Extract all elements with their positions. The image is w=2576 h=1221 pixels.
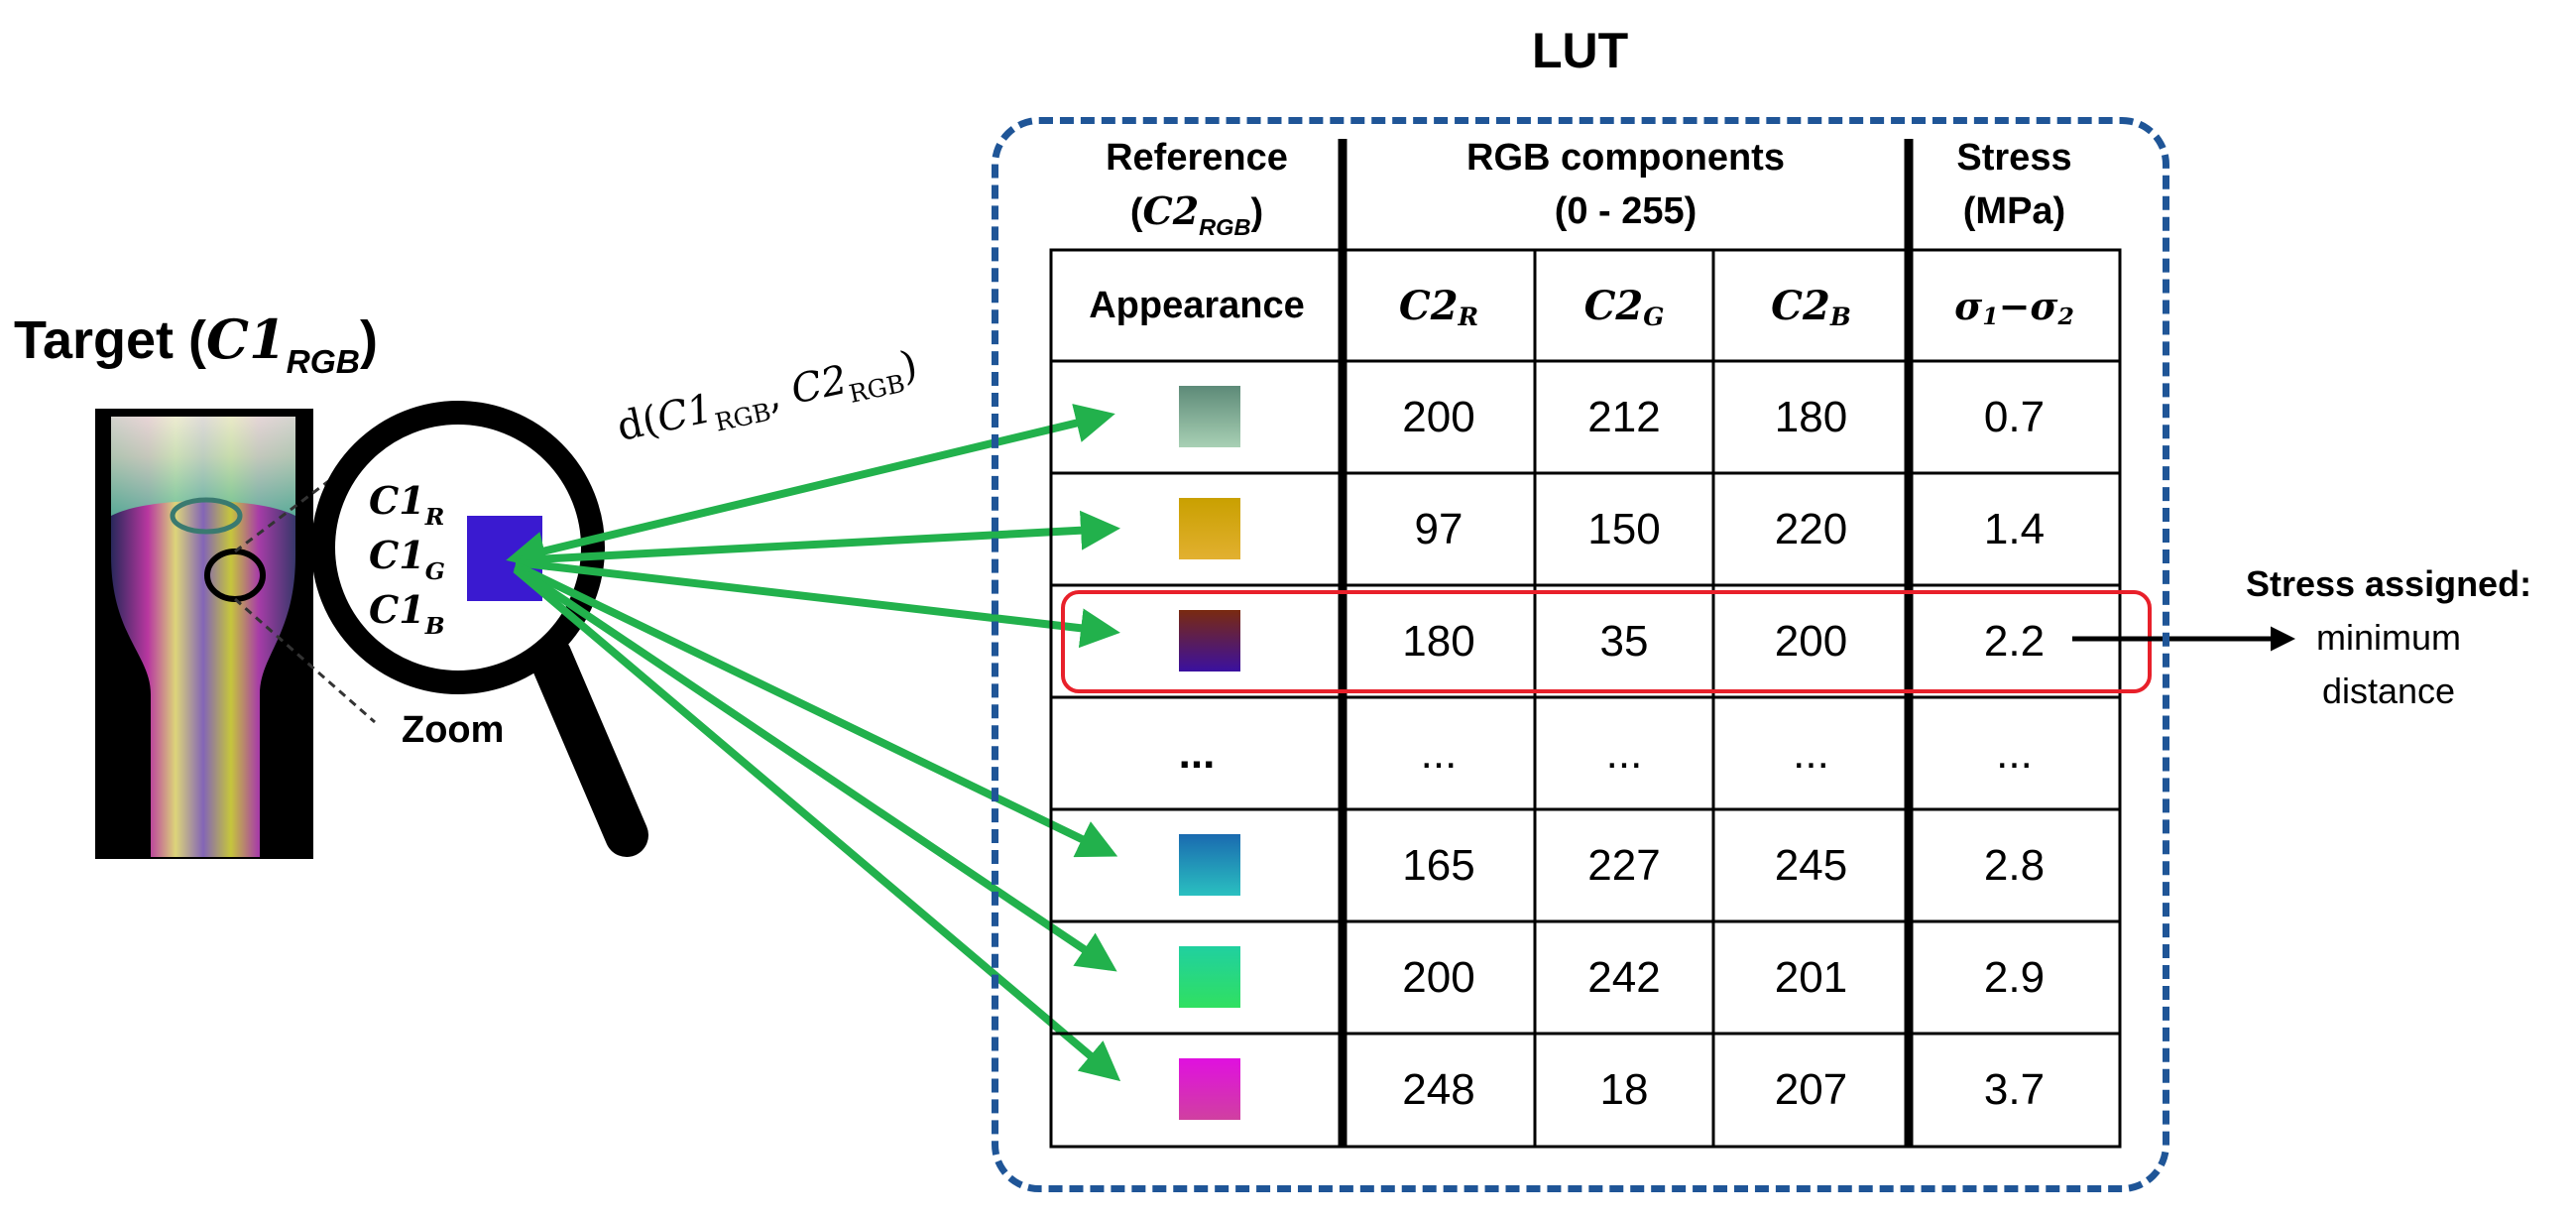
row-stress-value: 2.8 bbox=[1983, 840, 2046, 890]
zoom-c1g: C1G bbox=[369, 533, 445, 585]
stress-assigned-note: Stress assigned: minimum distance bbox=[2245, 563, 2532, 711]
header-rgb-components: RGB components (0 - 255) bbox=[1466, 137, 1785, 232]
zoom-c1b: C1B bbox=[369, 587, 445, 640]
row-b-value: 220 bbox=[1774, 504, 1848, 553]
row-r-value: ... bbox=[1420, 728, 1458, 778]
row-stress-value: 1.4 bbox=[1983, 504, 2046, 553]
appearance-swatch bbox=[1179, 1058, 1240, 1120]
distance-arrow bbox=[513, 563, 1117, 972]
distance-arrows bbox=[506, 404, 1121, 1082]
col-appearance: Appearance bbox=[1089, 284, 1305, 326]
min-distance-highlight bbox=[1061, 590, 2152, 693]
distance-arrow bbox=[515, 510, 1120, 564]
row-r-value: 165 bbox=[1402, 840, 1475, 890]
row-g-value: 35 bbox=[1599, 616, 1649, 666]
row-r-value: 200 bbox=[1402, 392, 1475, 441]
row-b-value: 245 bbox=[1774, 840, 1848, 890]
target-title: Target (C1RGB) bbox=[14, 307, 378, 382]
distance-arrow bbox=[506, 404, 1115, 570]
appearance-swatches bbox=[1179, 386, 1240, 1120]
row-b-value: 201 bbox=[1774, 952, 1848, 1002]
row-b-value: 200 bbox=[1774, 616, 1848, 666]
row-r-value: 97 bbox=[1414, 504, 1464, 553]
row-r-value: 248 bbox=[1402, 1064, 1475, 1114]
row-appearance-ellipsis: ... bbox=[1178, 728, 1216, 778]
appearance-swatch bbox=[1179, 834, 1240, 896]
row-g-value: ... bbox=[1605, 728, 1643, 778]
lut-frame bbox=[992, 117, 2169, 1192]
row-g-value: 18 bbox=[1599, 1064, 1649, 1114]
header-stress: Stress (MPa) bbox=[1956, 137, 2072, 232]
appearance-swatch bbox=[1179, 610, 1240, 672]
row-stress-value: 2.9 bbox=[1983, 952, 2046, 1002]
appearance-swatch bbox=[1179, 946, 1240, 1008]
magnifier-handle bbox=[528, 635, 648, 857]
distance-arrow bbox=[515, 558, 1120, 649]
row-g-value: 242 bbox=[1587, 952, 1661, 1002]
specimen-photo bbox=[111, 417, 295, 857]
row-g-value: 212 bbox=[1587, 392, 1661, 441]
row-stress-value: 2.2 bbox=[1983, 616, 2046, 666]
lut-table-grid bbox=[1049, 139, 2122, 1149]
row-stress-value: ... bbox=[1996, 728, 2033, 778]
row-stress-value: 0.7 bbox=[1983, 392, 2046, 441]
lut-title: LUT bbox=[1532, 23, 1629, 78]
zoom-c1r: C1R bbox=[369, 478, 445, 531]
row-g-value: 150 bbox=[1587, 504, 1661, 553]
row-b-value: 180 bbox=[1774, 392, 1848, 441]
row-g-value: 227 bbox=[1587, 840, 1661, 890]
row-r-value: 200 bbox=[1402, 952, 1475, 1002]
appearance-swatch bbox=[1179, 498, 1240, 559]
distance-arrow bbox=[514, 561, 1118, 858]
row-b-value: 207 bbox=[1774, 1064, 1848, 1114]
distance-arrow bbox=[513, 565, 1121, 1082]
appearance-swatch bbox=[1179, 386, 1240, 447]
zoom-component-labels: C1R C1G C1B bbox=[369, 476, 445, 640]
header-reference: Reference (C2RGB) bbox=[1106, 137, 1288, 240]
row-stress-value: 3.7 bbox=[1983, 1064, 2046, 1114]
row-b-value: ... bbox=[1793, 728, 1829, 778]
row-r-value: 180 bbox=[1402, 616, 1475, 666]
zoom-label: Zoom bbox=[402, 709, 505, 751]
